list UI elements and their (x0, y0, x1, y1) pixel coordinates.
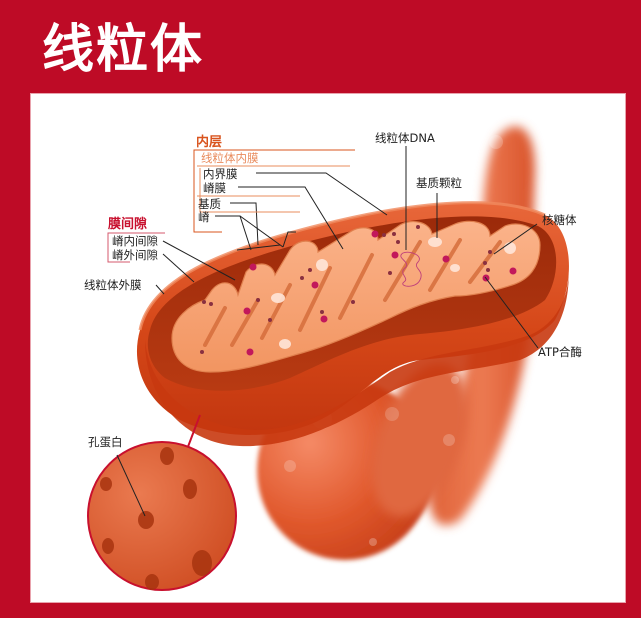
intermembrane-group-heading: 膜间隙 (108, 216, 147, 232)
porin-detail (87, 414, 237, 591)
cristae (203, 238, 502, 347)
ribosomes (200, 225, 492, 354)
inner-group-heading: 内层 (196, 134, 222, 150)
outer-membrane-label: 线粒体外膜 (84, 278, 142, 292)
intracristal-space-label: 嵴内间隙 (112, 234, 158, 248)
crista-label: 嵴 (198, 210, 210, 224)
mitochondrion (136, 201, 569, 447)
mito-dna-label: 线粒体DNA (375, 131, 435, 145)
intercristal-space-label: 嵴外间隙 (112, 248, 158, 262)
atp-synthases (243, 230, 517, 356)
page-title: 线粒体 (42, 20, 205, 80)
ribosome-label: 核糖体 (542, 213, 577, 227)
porin-label: 孔蛋白 (88, 435, 123, 449)
leader-lines (116, 146, 539, 517)
inner-membrane-label: 线粒体内膜 (201, 151, 259, 165)
diagram-panel: 内层 线粒体内膜 内界膜 嵴膜 基质 嵴 膜间隙 嵴内间隙 嵴外间隙 线粒体外膜… (31, 94, 625, 602)
intermembrane-group-box (107, 232, 165, 263)
atp-synthase-label: ATP合酶 (538, 345, 582, 359)
inner-group-box (193, 149, 355, 233)
mito-dna (400, 251, 422, 287)
cristae-membrane-label: 嵴膜 (203, 181, 226, 195)
matrix-granule-label: 基质颗粒 (416, 176, 462, 190)
matrix-label: 基质 (198, 197, 221, 211)
inner-boundary-membrane-label: 内界膜 (203, 167, 238, 181)
